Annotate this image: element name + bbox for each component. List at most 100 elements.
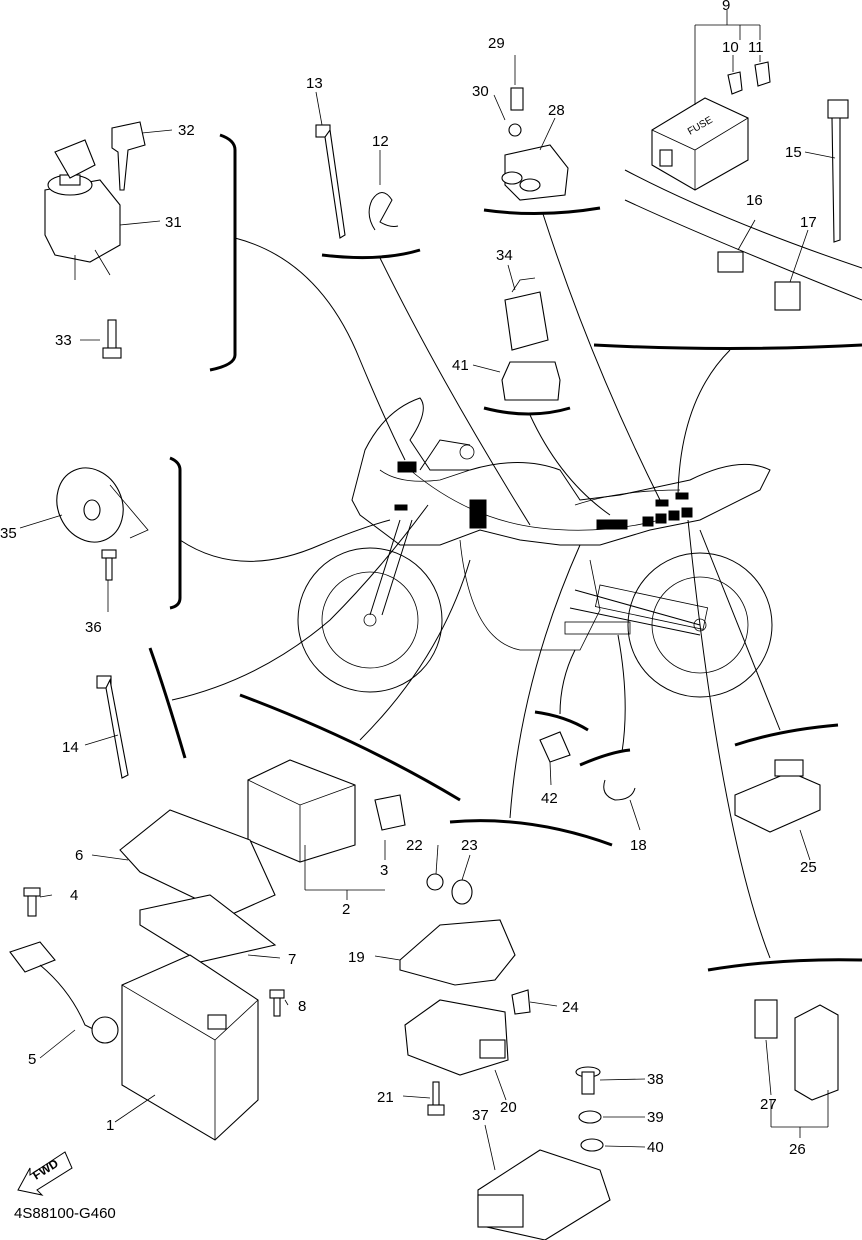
leader-lines <box>148 133 862 972</box>
mark-e <box>655 499 669 507</box>
callout-9: 9 <box>722 0 730 14</box>
callout-leaders <box>19 10 836 1171</box>
callout-1: 1 <box>106 1117 114 1134</box>
cover-7 <box>139 894 277 963</box>
fairing-line <box>379 469 471 482</box>
callout-24: 24 <box>562 999 579 1016</box>
cdi-unit <box>404 999 509 1076</box>
clip-24-icon <box>511 989 531 1015</box>
coupler-27-icon <box>754 999 778 1039</box>
callout-5: 5 <box>28 1051 36 1068</box>
mark-d <box>681 507 693 518</box>
mark-f <box>675 492 689 500</box>
callout-27: 27 <box>760 1096 777 1113</box>
callout-20: 20 <box>500 1099 517 1116</box>
clamp-18-icon <box>603 779 636 801</box>
fuse-10-icon <box>727 71 743 95</box>
callout-19: 19 <box>348 949 365 966</box>
clamp-12-icon <box>368 192 399 231</box>
callout-37: 37 <box>472 1107 489 1124</box>
leader-41 <box>529 414 611 516</box>
clamp-17 <box>774 281 801 311</box>
leader-42 <box>559 649 576 715</box>
part-code: 4S88100-G460 <box>14 1205 116 1222</box>
horn-icon <box>56 467 149 543</box>
callout-39: 39 <box>647 1109 664 1126</box>
fwd-arrow-icon <box>17 1151 73 1196</box>
mirror-mount <box>459 444 475 460</box>
callout-23: 23 <box>461 837 478 854</box>
cover-41 <box>501 361 561 401</box>
leader-14 <box>171 504 429 701</box>
leader-2 <box>359 559 471 741</box>
bracket-19 <box>449 819 613 847</box>
callout-31: 31 <box>165 214 182 231</box>
callout-12: 12 <box>372 133 389 150</box>
bracket-2 <box>239 693 461 802</box>
bolt-8-icon <box>269 989 285 1017</box>
callout-14: 14 <box>62 739 79 756</box>
front-wheel <box>297 547 443 693</box>
callout-32: 32 <box>178 122 195 139</box>
motorcycle-outline <box>297 397 773 698</box>
footrest <box>564 621 631 635</box>
relay-25 <box>734 759 821 833</box>
relay-34 <box>504 277 549 351</box>
handlebar <box>419 439 471 471</box>
callout-26: 26 <box>789 1141 806 1158</box>
bracket-18 <box>579 748 631 767</box>
seat-line <box>574 489 681 506</box>
callout-numbers: 1 2 3 4 5 6 7 8 9 10 11 12 13 14 15 16 1… <box>0 0 817 1158</box>
callout-25: 25 <box>800 859 817 876</box>
callout-36: 36 <box>85 619 102 636</box>
band-14-icon <box>96 675 129 779</box>
mark-battery <box>596 519 628 530</box>
bracket-fuse <box>593 343 862 350</box>
callout-2: 2 <box>342 901 350 918</box>
leader-19 <box>509 544 581 819</box>
mark-front <box>394 504 408 511</box>
frame-tube <box>624 169 862 311</box>
fuse-11-icon <box>754 61 771 87</box>
callout-29: 29 <box>488 35 505 52</box>
leader-25 <box>699 529 781 731</box>
rectifier-2 <box>247 759 406 863</box>
damper-23-icon <box>451 879 473 905</box>
collar-39-icon <box>578 1110 602 1124</box>
callout-22: 22 <box>406 837 423 854</box>
bracket-6 <box>119 809 276 916</box>
callout-15: 15 <box>785 144 802 161</box>
mark-ignition <box>397 461 417 473</box>
leader-28 <box>542 213 661 501</box>
key-icon <box>54 121 146 191</box>
bolt-36-icon <box>101 549 117 581</box>
bracket-25 <box>734 723 839 747</box>
bracket-41 <box>483 406 571 416</box>
callout-3: 3 <box>380 862 388 879</box>
band-15-icon <box>827 99 849 243</box>
front-rim <box>321 571 419 669</box>
swingarm <box>569 589 701 636</box>
bracket-26 <box>707 958 862 972</box>
bolt-4-icon <box>23 887 41 917</box>
callout-33: 33 <box>55 332 72 349</box>
callout-8: 8 <box>298 998 306 1015</box>
leader-12 <box>379 257 531 526</box>
leader-26 <box>687 519 771 959</box>
fwd-label: FWD <box>30 1156 61 1183</box>
battery <box>121 954 259 1141</box>
callout-11: 11 <box>748 39 764 56</box>
relay-26-icon <box>794 1004 839 1101</box>
fairing <box>351 397 771 546</box>
mark-horn <box>469 499 487 529</box>
callout-41: 41 <box>452 357 469 374</box>
cable-5 <box>9 941 119 1044</box>
washer-40-icon <box>580 1138 604 1152</box>
callout-38: 38 <box>647 1071 664 1088</box>
ecu-37 <box>477 1149 611 1240</box>
harness-route <box>409 469 661 531</box>
callout-30: 30 <box>472 83 489 100</box>
callout-10: 10 <box>722 39 739 56</box>
front-hub <box>363 613 377 627</box>
